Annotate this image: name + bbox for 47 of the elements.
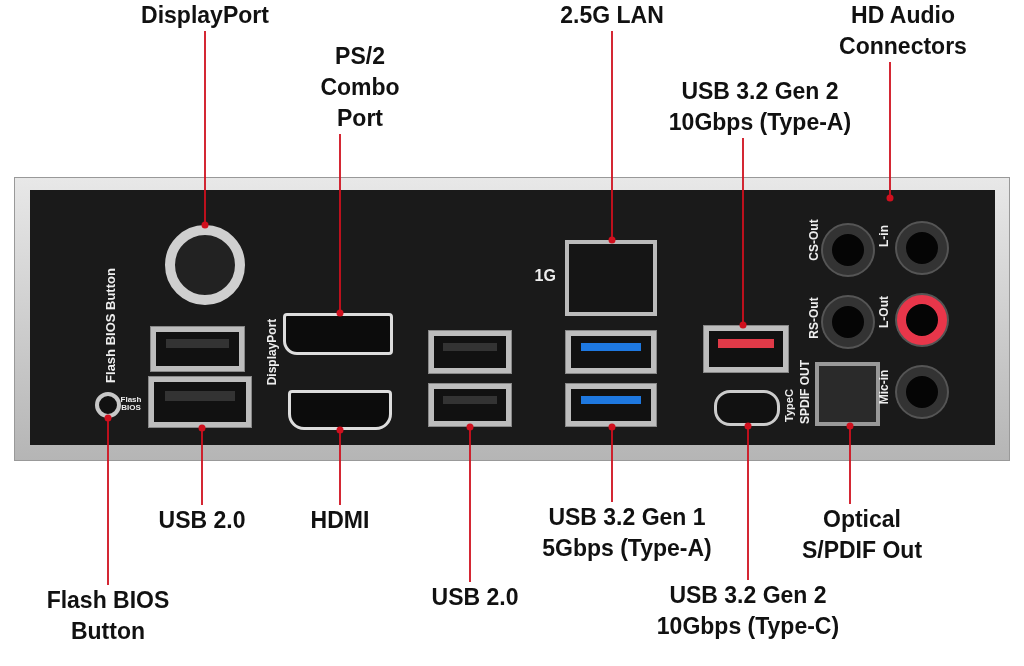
callout-label: HDMI: [290, 505, 390, 536]
printed-label: L-Out: [878, 296, 890, 328]
printed-label: L-in: [878, 225, 890, 247]
callout-label: Optical S/PDIF Out: [787, 504, 937, 566]
printed-label: RS-Out: [807, 297, 820, 339]
usb-port: [565, 330, 657, 374]
leader-line: [886, 61, 894, 202]
leader-line: [739, 137, 747, 329]
ethernet-port: [565, 240, 657, 316]
leader-line: [744, 422, 752, 581]
usb-port: [703, 325, 789, 373]
callout-label: DisplayPort: [125, 0, 285, 31]
callout-label: USB 2.0: [415, 582, 535, 613]
callout-label: HD Audio Connectors: [818, 0, 988, 62]
printed-label: Flash BIOS: [119, 396, 143, 412]
usb-port: [428, 383, 512, 427]
usb-port: [148, 376, 252, 428]
leader-line: [104, 414, 112, 586]
usb-port: [428, 330, 512, 374]
leader-line: [608, 423, 616, 503]
callout-label: USB 3.2 Gen 2 10Gbps (Type-A): [645, 76, 875, 138]
printed-label: DisplayPort: [265, 318, 278, 386]
hdmi-port: [288, 390, 392, 430]
usb-port: [150, 326, 245, 372]
displayport-port: [283, 313, 393, 355]
optical-port: [815, 362, 880, 426]
callout-label: USB 3.2 Gen 2 10Gbps (Type-C): [648, 580, 848, 642]
usb-port: [565, 383, 657, 427]
leader-line: [608, 30, 616, 244]
leader-line: [466, 423, 474, 583]
printed-label: TypeC: [783, 388, 795, 422]
printed-label: Mic-in: [877, 369, 890, 405]
leader-line: [336, 133, 344, 317]
leader-line: [201, 30, 209, 229]
printed-label: CS-Out: [807, 219, 820, 261]
callout-label: 2.5G LAN: [542, 0, 682, 31]
callout-label: Flash BIOS Button: [23, 585, 193, 647]
port-label: 1G: [534, 268, 556, 284]
leader-line: [198, 424, 206, 506]
printed-label: SPDIF OUT: [799, 360, 811, 424]
usb-c-port: [714, 390, 780, 426]
callout-label: USB 3.2 Gen 1 5Gbps (Type-A): [532, 502, 722, 564]
callout-label: PS/2 Combo Port: [297, 41, 423, 134]
leader-line: [846, 422, 854, 505]
leader-line: [336, 426, 344, 506]
callout-label: USB 2.0: [142, 505, 262, 536]
printed-label: Flash BIOS Button: [103, 267, 117, 383]
